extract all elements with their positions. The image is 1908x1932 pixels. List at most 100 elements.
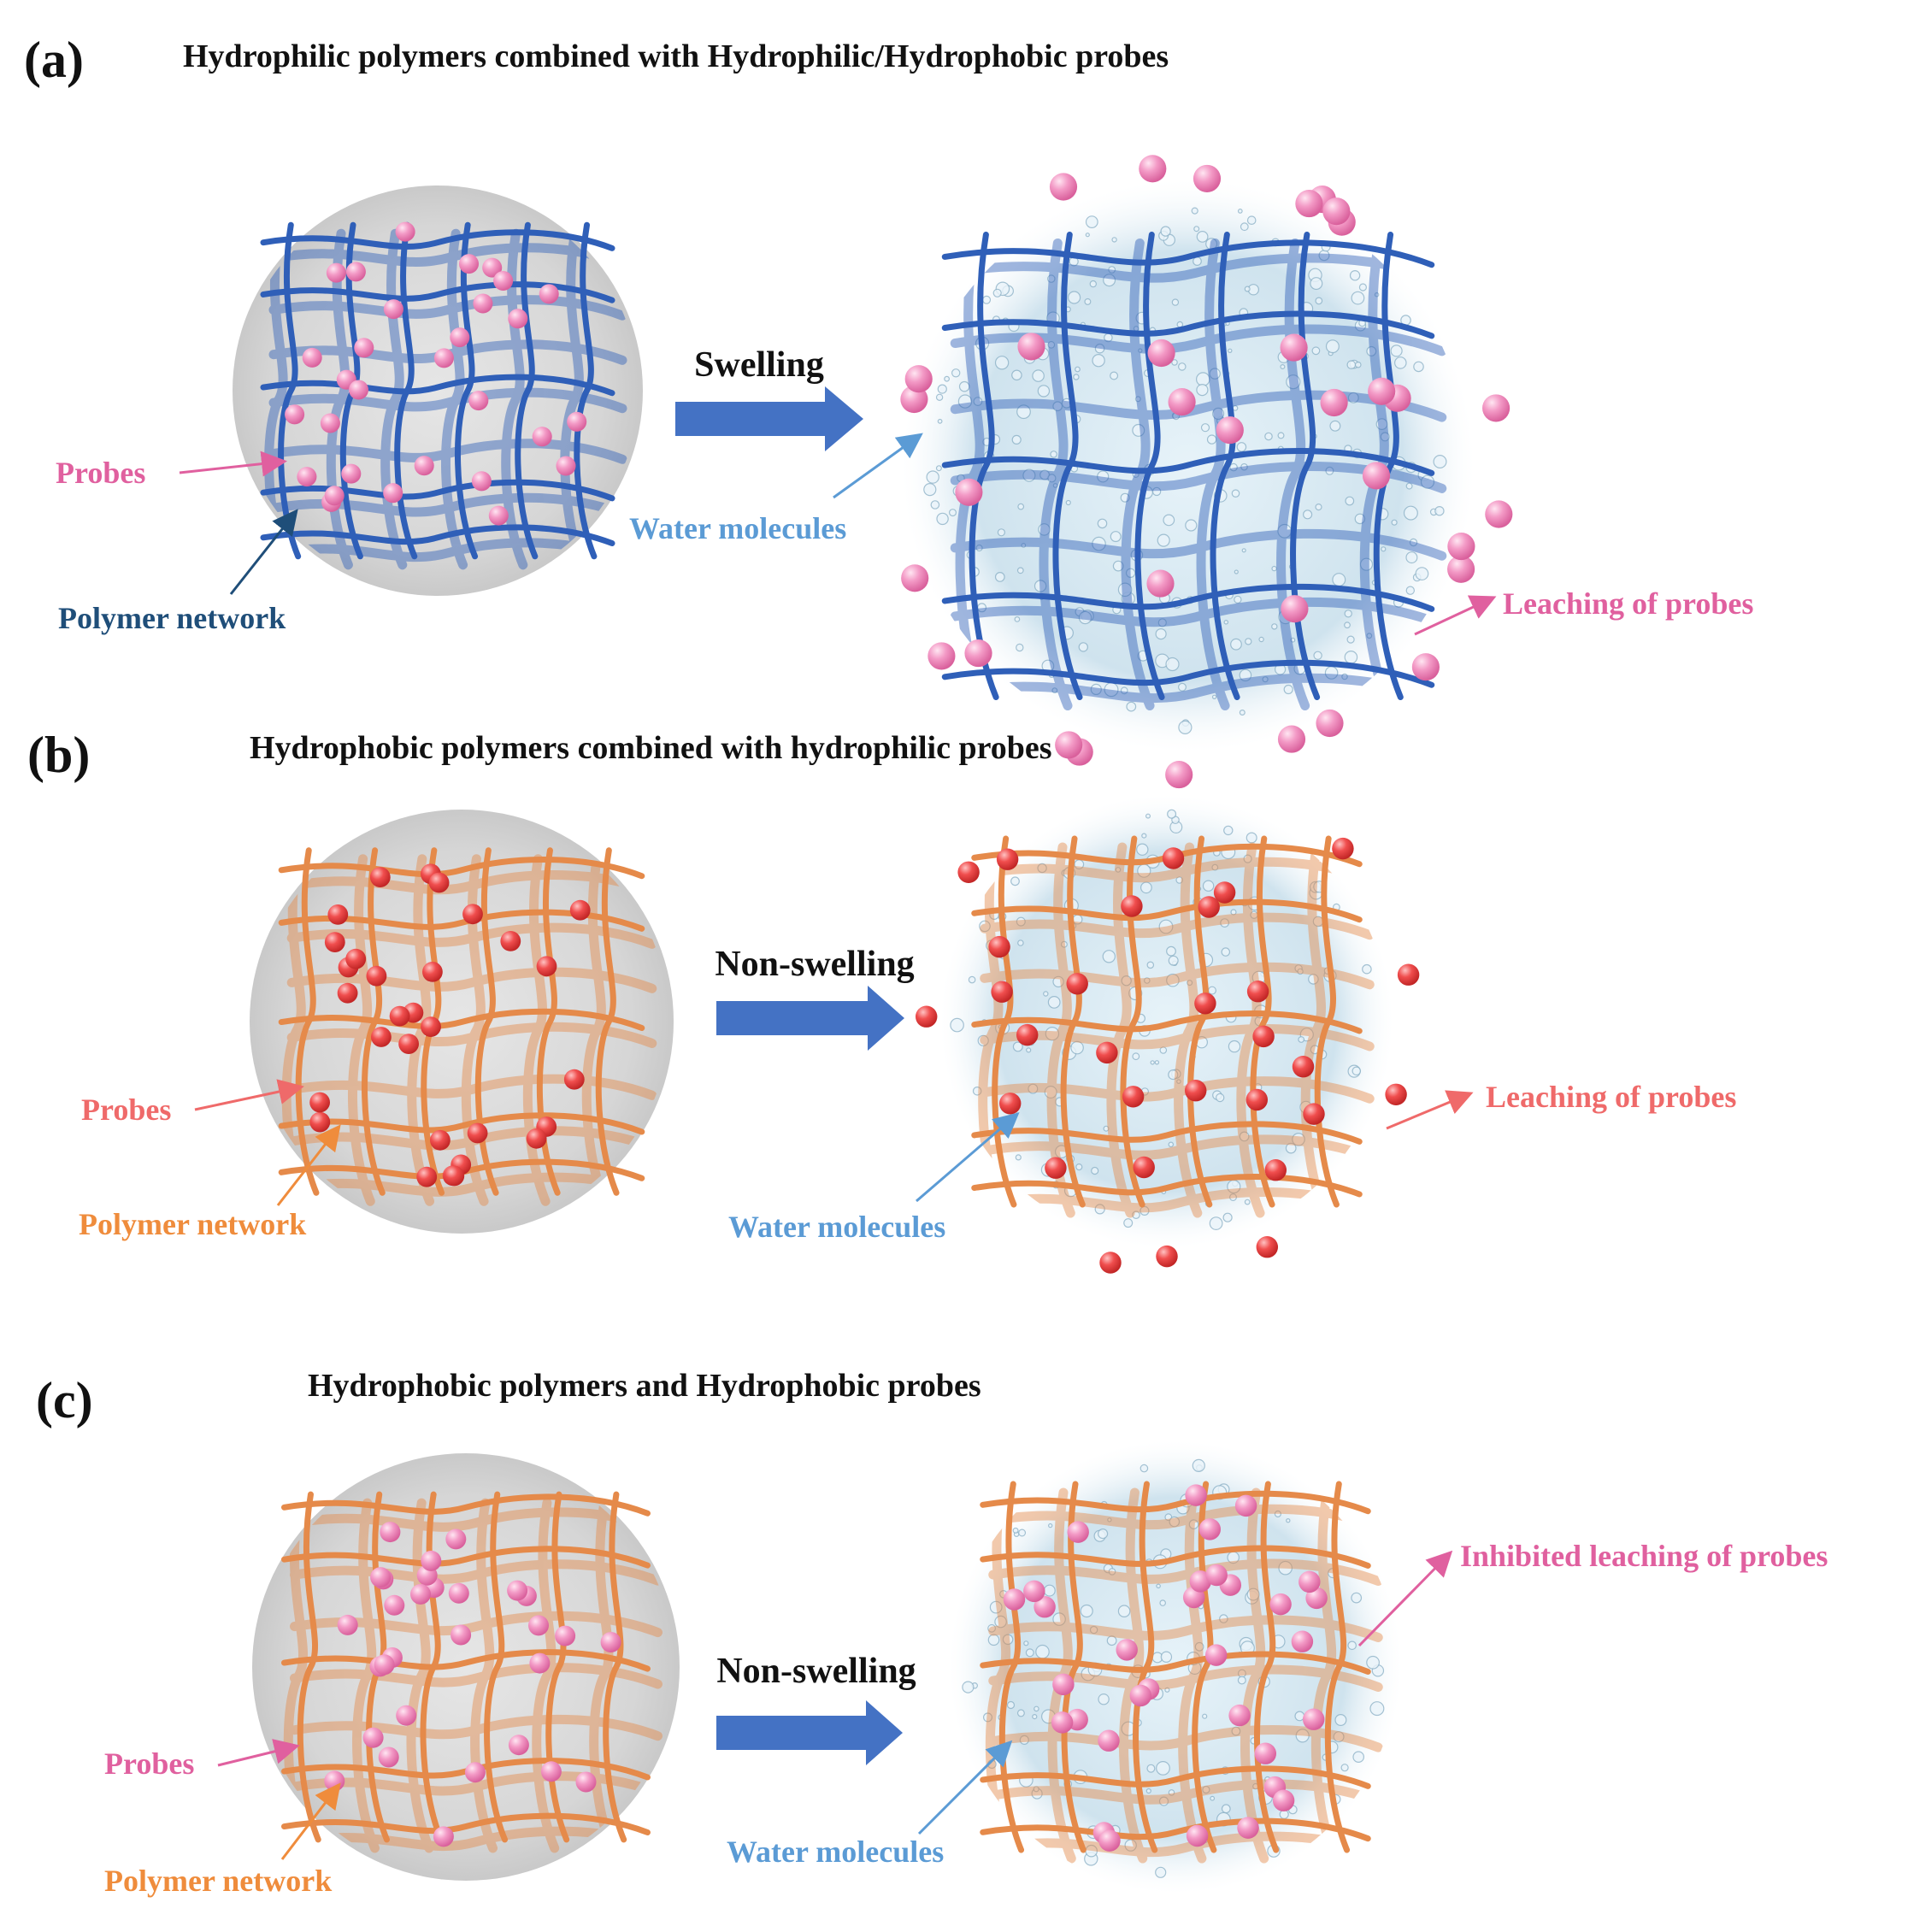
water-bubble	[1196, 231, 1209, 243]
polymer-strand-faint	[1121, 238, 1155, 711]
water-bubble	[1146, 1764, 1156, 1773]
water-bubble	[1237, 1676, 1246, 1685]
probe-particle	[1066, 973, 1088, 995]
water-bubble	[1140, 881, 1152, 894]
water-bubble	[982, 295, 992, 304]
polymer-strand-faint	[1236, 842, 1265, 1218]
water-bubble	[1352, 1751, 1364, 1763]
polymer-strand	[971, 1121, 1363, 1145]
probe-particle	[555, 1625, 576, 1646]
water-bubble	[1092, 536, 1106, 551]
water-bubble	[1366, 633, 1373, 639]
panel-c: (c) Hydrophobic polymers and Hydrophobic…	[36, 1368, 1828, 1898]
water-bubble	[1234, 595, 1242, 604]
polymer-strand	[980, 1765, 1371, 1789]
probe-particle	[337, 1614, 358, 1635]
water-bubble	[1329, 420, 1341, 432]
polymer-strand	[278, 221, 302, 560]
water-bubble	[1047, 1523, 1053, 1529]
water-bubble	[1015, 1154, 1022, 1161]
water-bubble	[1126, 701, 1137, 712]
polymer-strand	[1192, 1481, 1217, 1853]
panel-b: (b) Hydrophobic polymers combined with h…	[27, 727, 1736, 1274]
water-bubble	[936, 512, 949, 526]
main-strands	[980, 1481, 1371, 1853]
water-bubble	[1006, 1700, 1016, 1710]
water-bubble	[1052, 975, 1064, 988]
probe-particle	[345, 262, 366, 282]
water-bubble	[1016, 404, 1031, 420]
probe-particle	[1305, 1587, 1328, 1610]
water-bubble	[1022, 468, 1036, 482]
probe-particle	[341, 463, 362, 484]
water-bubble	[1222, 1212, 1233, 1222]
polymer-strand	[1250, 835, 1275, 1208]
probe-particle	[1256, 1235, 1279, 1258]
water-bubble	[1117, 1605, 1131, 1617]
probe-particle	[1168, 388, 1196, 416]
water-bubble	[1121, 975, 1132, 987]
water-bubble	[1164, 1687, 1170, 1693]
probe-particle	[429, 1129, 450, 1151]
water-bubble	[1102, 950, 1116, 963]
polymer-strand-faint	[461, 854, 489, 1206]
water-bubble	[1075, 1163, 1083, 1171]
probe-particle	[536, 956, 557, 977]
water-bubble	[1280, 364, 1286, 370]
probe-particle	[955, 478, 983, 506]
probe-particle	[1045, 1157, 1067, 1179]
water-bubble	[1047, 340, 1056, 349]
probe-particle	[471, 471, 492, 492]
water-bubble	[1038, 523, 1051, 536]
water-bubble	[1154, 1060, 1160, 1065]
probe-particle	[414, 456, 434, 476]
panel-c-dry-network-disk	[252, 1453, 680, 1881]
panel-c-process-label: Non-swelling	[716, 1652, 916, 1691]
water-bubble	[1245, 638, 1252, 645]
water-bubble	[1052, 401, 1063, 412]
polymer-strand-faint	[286, 870, 657, 897]
water-bubble	[982, 1712, 992, 1723]
water-bubble	[1052, 483, 1058, 488]
polymer-strand	[297, 1491, 321, 1843]
water-bubble	[1394, 356, 1407, 369]
panel-b-wet-polymer-network	[915, 835, 1420, 1274]
water-bubble	[1032, 1713, 1038, 1720]
probe-particle	[1204, 1644, 1228, 1666]
probe-particle	[998, 1093, 1022, 1115]
polymer-strand	[980, 1545, 1371, 1569]
probe-particle	[1216, 416, 1244, 445]
polymer-strand-faint	[290, 1611, 662, 1638]
water-bubble	[1108, 1568, 1116, 1576]
water-bubble	[1286, 374, 1301, 390]
water-bubble	[1193, 226, 1200, 233]
water-bubble	[1144, 977, 1151, 984]
water-bubble	[923, 482, 937, 497]
water-bubble	[1221, 947, 1231, 957]
water-bubble	[1067, 291, 1081, 304]
water-bubble	[1089, 280, 1098, 288]
polymer-strand-faint	[950, 597, 1447, 629]
probe-particle	[1485, 500, 1513, 528]
probe-particle	[458, 254, 480, 274]
water-bubble	[1237, 208, 1243, 214]
water-bubble	[1047, 274, 1056, 283]
probe-particle	[462, 904, 483, 925]
probe-particle	[563, 1069, 585, 1090]
water-bubble	[1159, 1599, 1167, 1606]
polymer-strand-faint	[286, 967, 657, 993]
water-bubble	[1292, 1133, 1305, 1146]
water-bubble	[1073, 374, 1080, 380]
water-bubble	[1145, 1788, 1151, 1794]
probe-particle	[1291, 1630, 1314, 1652]
polymer-strand	[362, 847, 386, 1196]
probe-particle	[324, 1770, 345, 1792]
polymer-strand	[260, 281, 615, 303]
panel-b-water-pointer	[916, 1112, 1020, 1203]
water-bubble	[1228, 1193, 1237, 1201]
probe-particle	[1185, 1484, 1207, 1506]
water-bubble	[1136, 843, 1149, 856]
water-bubble	[1028, 1083, 1039, 1094]
polymer-strand	[1314, 835, 1340, 1208]
probe-particle	[421, 961, 443, 982]
